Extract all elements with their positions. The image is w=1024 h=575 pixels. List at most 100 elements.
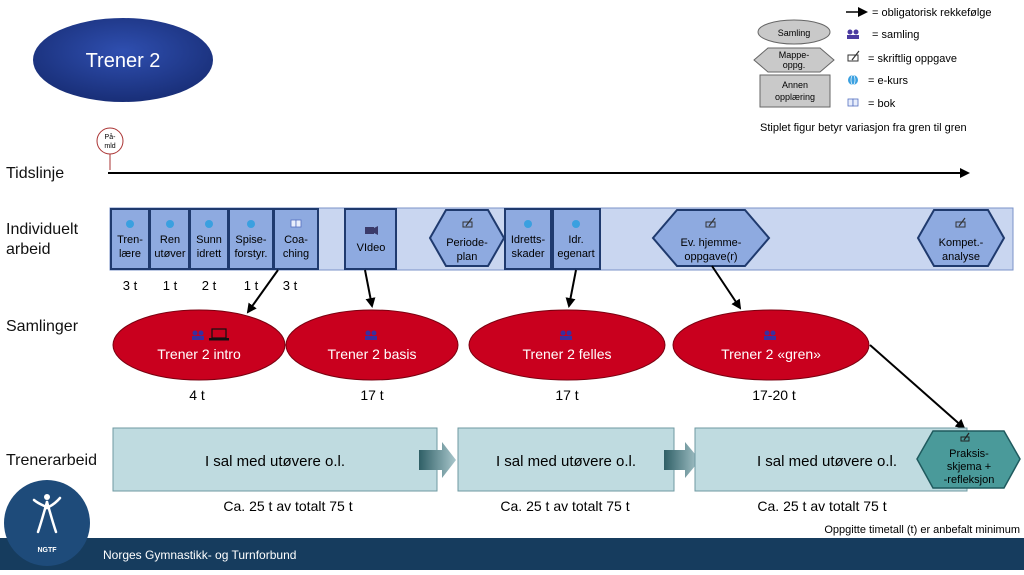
coach-arrow-2 [664, 442, 700, 478]
ngtf-logo: NGTF [4, 480, 90, 566]
egenart-line1: Idr. [568, 234, 583, 246]
video-label: VIdeo [357, 242, 386, 254]
idrettsskader-line2: skader [511, 248, 544, 260]
row-label-timeline: Tidslinje [6, 165, 64, 182]
globe-icon [205, 220, 213, 228]
praksis-line3: -refleksjon [944, 474, 995, 486]
arrow-coaching-to-intro [246, 269, 279, 314]
gathering-gren: Trener 2 «gren» [672, 309, 870, 381]
coach-block-1 [112, 427, 438, 492]
registration-marker: På- mld [96, 127, 124, 170]
legend-shapes: Samling Mappe- oppg. Annen opplæring [753, 19, 835, 108]
arrow-gren-to-praksis [869, 344, 966, 430]
ecourse-trenlaere-line2: lære [119, 248, 141, 260]
people-icon [365, 330, 377, 340]
legend-people-icon [847, 29, 859, 39]
ecourse-trenlaere-line1: Tren- [117, 234, 143, 246]
hours-trenlaere: 3 t [123, 278, 138, 293]
globe-icon [166, 220, 174, 228]
kompetanse-line1: Kompet.- [939, 237, 984, 249]
praksis-line2: skjema + [947, 461, 991, 473]
ecourse-group: Tren- lære Ren utøver Sunn idrett Spise-… [110, 208, 319, 270]
hours-coaching: 3 t [283, 278, 298, 293]
hours-sunnidrett: 2 t [202, 278, 217, 293]
egenart-line2: egenart [557, 248, 594, 260]
gathering-felles: Trener 2 felles [468, 309, 666, 381]
legend-annen-shape-label: Annen [782, 80, 808, 90]
book-coaching-line2: ching [283, 248, 309, 260]
video-icon [365, 226, 378, 235]
coach-block-2 [457, 427, 675, 492]
ecourse-box-egenart [552, 208, 601, 270]
footer-bar [0, 538, 1024, 570]
ecourse-box-renutover [149, 208, 190, 270]
legend-writing-icon [847, 50, 860, 62]
legend-item-people: = samling [872, 29, 919, 41]
book-box-coaching [273, 208, 319, 270]
ecourse-renutover-line2: utøver [154, 248, 186, 260]
legend-item-writing: = skriftlig oppgave [868, 53, 957, 65]
registration-label-2: mld [104, 143, 115, 150]
writing-icon [960, 432, 970, 442]
hjemmeoppgave-line2: oppgave(r) [684, 251, 737, 263]
book-coaching-line1: Coa- [284, 234, 308, 246]
ecourse-sunnidrett-line1: Sunn [196, 234, 222, 246]
legend-annen-shape-label-2: opplæring [775, 92, 815, 102]
legend-item-globe: = e-kurs [868, 75, 909, 87]
arrow-hjemme-to-gren [711, 265, 742, 310]
hours-spiseforstyr: 1 t [244, 278, 259, 293]
legend-item-book: = bok [868, 98, 896, 110]
gathering-felles-hours: 17 t [555, 387, 578, 403]
title-badge: Trener 2 [33, 18, 213, 102]
ecourse-spiseforstyr-line2: forstyr. [234, 248, 267, 260]
coach-block-3-hours: Ca. 25 t av totalt 75 t [757, 498, 886, 514]
ecourse-sunnidrett-line2: idrett [197, 248, 221, 260]
ecourse-spiseforstyr-line1: Spise- [235, 234, 267, 246]
gathering-intro-hours: 4 t [189, 387, 205, 403]
gathering-gren-hours: 17-20 t [752, 387, 796, 403]
registration-label-1: På- [105, 133, 117, 141]
globe-icon [572, 220, 580, 228]
ecourse-box-spiseforstyr [228, 208, 274, 270]
gathering-felles-label: Trener 2 felles [523, 346, 612, 362]
legend-note: Stiplet figur betyr variasjon fra gren t… [760, 122, 967, 134]
video-box [344, 208, 397, 270]
hours-renutover: 1 t [163, 278, 178, 293]
arrow-video-to-basis [364, 269, 376, 308]
gathering-basis-label: Trener 2 basis [328, 346, 417, 362]
idrettsskader-line1: Idretts- [511, 234, 546, 246]
periodeplan-line2: plan [457, 251, 478, 263]
laptop-icon [209, 328, 229, 341]
globe-icon [524, 220, 532, 228]
coach-block-2-hours: Ca. 25 t av totalt 75 t [500, 498, 629, 514]
gathering-intro: Trener 2 intro [112, 309, 286, 381]
ecourse-renutover-line1: Ren [160, 234, 180, 246]
footer-org-name: Norges Gymnastikk- og Turnforbund [103, 548, 296, 562]
row-label-individual-2: arbeid [6, 241, 50, 258]
legend-book-icon [847, 98, 859, 107]
praksis-hexagon [916, 430, 1021, 489]
ecourse-box-idrettsskader [504, 208, 552, 270]
coach-block-3-label: I sal med utøvere o.l. [757, 453, 897, 470]
legend-globe-icon [848, 74, 858, 86]
row-label-coach-work: Trenerarbeid [6, 452, 97, 469]
gathering-gren-label: Trener 2 «gren» [721, 346, 821, 362]
logo-text: NGTF [37, 547, 57, 554]
coach-block-1-label: I sal med utøvere o.l. [205, 453, 345, 470]
row-label-individual-1: Individuelt [6, 221, 79, 238]
globe-icon [247, 220, 255, 228]
gathering-basis-hours: 17 t [360, 387, 383, 403]
gathering-intro-label: Trener 2 intro [157, 346, 241, 362]
row-label-gatherings: Samlinger [6, 318, 79, 335]
writing-icon [705, 217, 716, 228]
coach-arrow-1 [419, 442, 456, 478]
coach-block-2-label: I sal med utøvere o.l. [496, 453, 636, 470]
writing-icon [462, 217, 473, 228]
legend-samling-shape-label: Samling [778, 28, 811, 38]
legend-items: = obligatorisk rekkefølge = samling = sk… [760, 7, 992, 134]
people-icon [192, 330, 204, 340]
people-icon [560, 330, 572, 340]
writing-icon [955, 217, 966, 228]
footnote: Oppgitte timetall (t) er anbefalt minimu… [824, 524, 1020, 536]
